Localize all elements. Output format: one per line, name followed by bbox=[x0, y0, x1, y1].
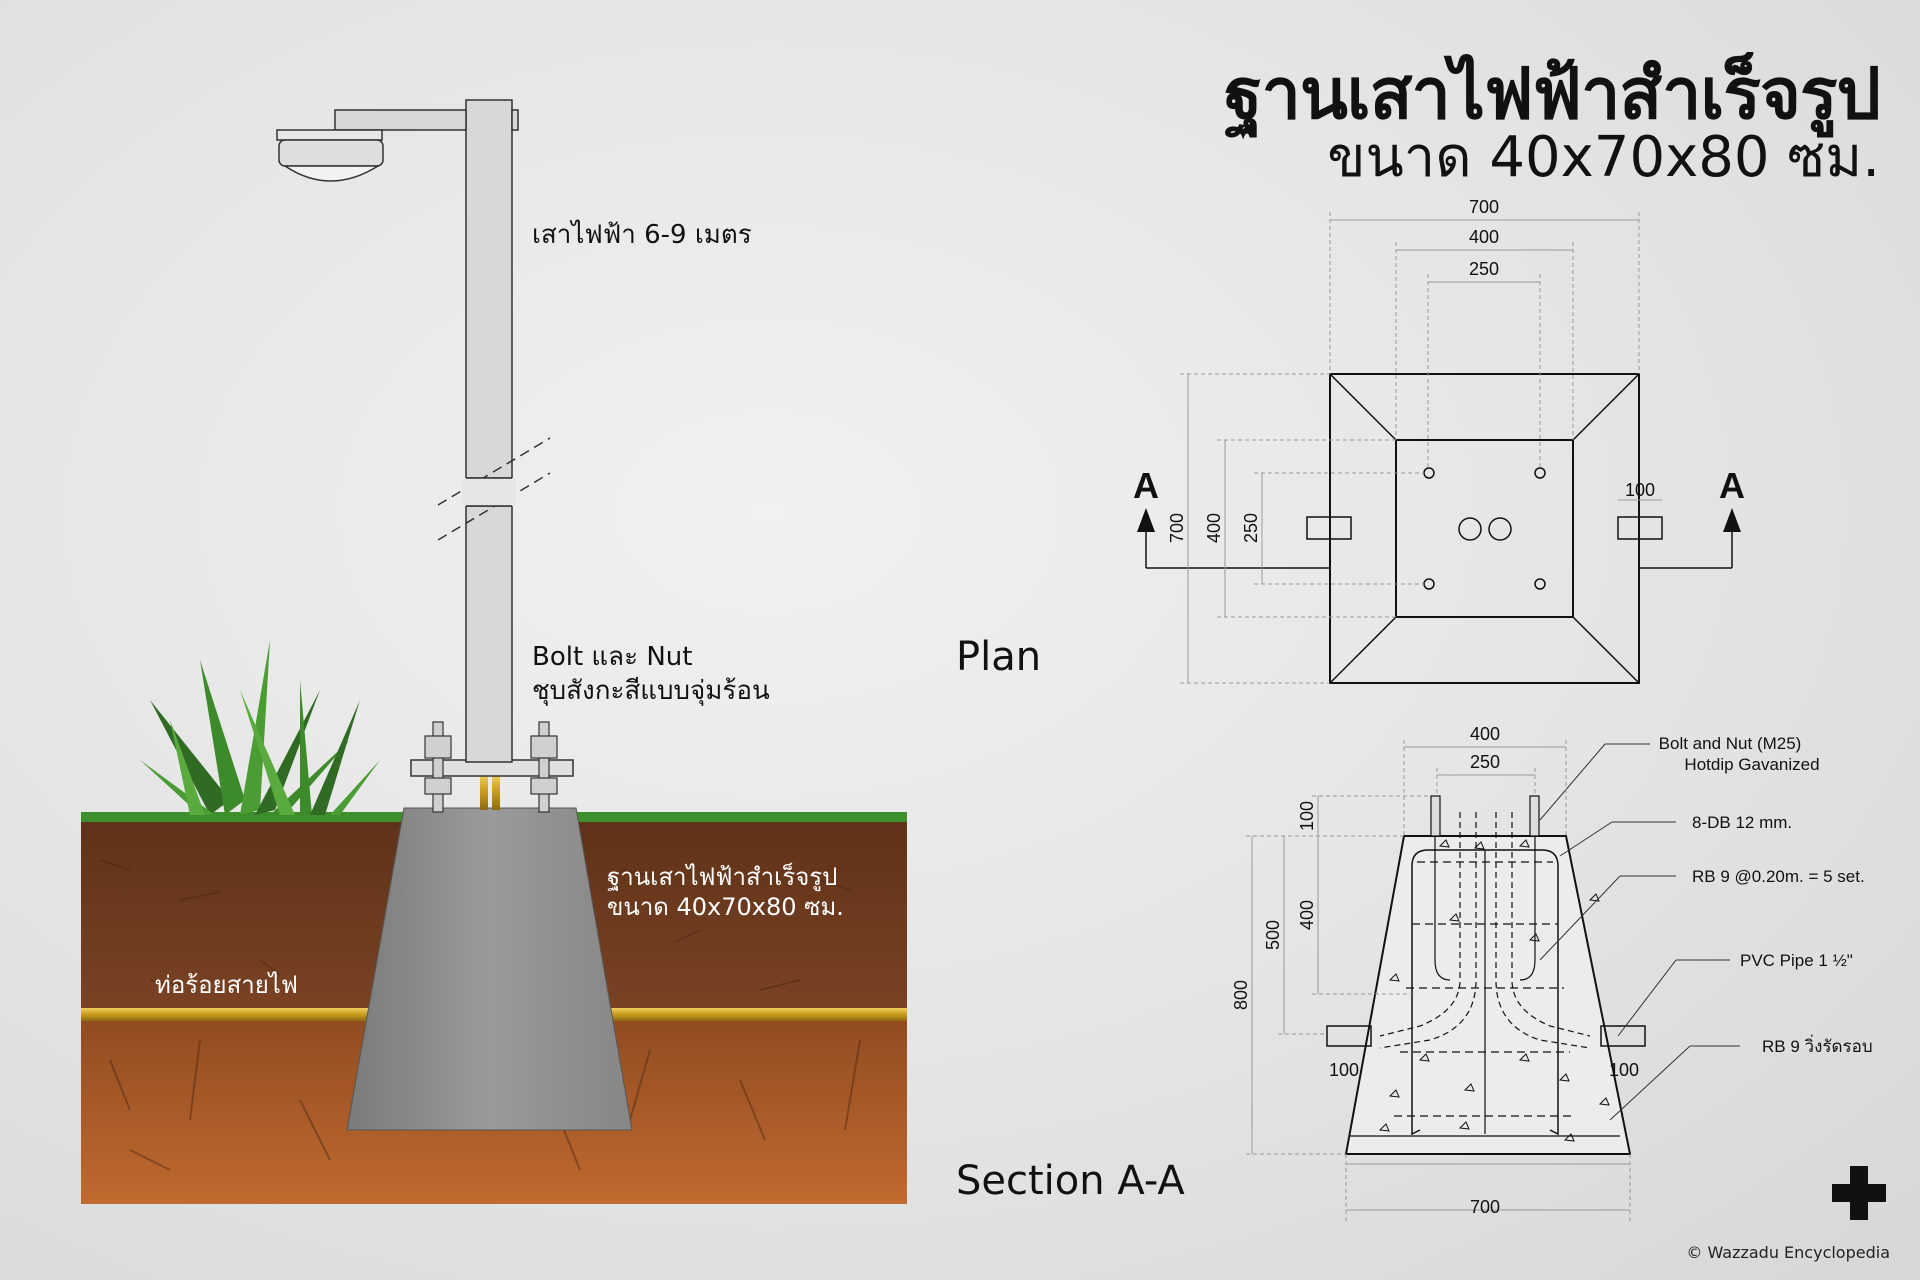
note-pvc-pipe: PVC Pipe 1 ½" bbox=[1740, 951, 1853, 970]
plan-title: Plan bbox=[956, 634, 1042, 680]
plan-lug-right bbox=[1617, 516, 1663, 540]
plan-lug-left bbox=[1306, 516, 1352, 540]
plan-inner-square bbox=[1395, 439, 1574, 618]
section-leaders bbox=[1539, 743, 1740, 1121]
page-title: ฐานเสาไฟฟ้าสำเร็จรูป bbox=[1224, 53, 1881, 135]
section-dim-top-250: 250 bbox=[1470, 752, 1500, 772]
section-arrow-right-icon bbox=[1723, 508, 1741, 532]
section-dim-side-left: 100 bbox=[1329, 1060, 1359, 1080]
base-label-line2: ขนาด 40x70x80 ซม. bbox=[607, 893, 844, 921]
section-dim-left-400: 400 bbox=[1297, 900, 1317, 930]
bolt-label-line2: ชุบสังกะสีแบบจุ่มร้อน bbox=[532, 676, 770, 706]
plan-section-line bbox=[1145, 530, 1733, 569]
section-dim-bottom-700: 700 bbox=[1470, 1197, 1500, 1217]
light-pole-lower bbox=[465, 505, 513, 763]
section-arrow-left-icon bbox=[1137, 508, 1155, 532]
section-dim-left-100: 100 bbox=[1297, 801, 1317, 831]
section-dim-top-400: 400 bbox=[1470, 724, 1500, 744]
section-conduit bbox=[1379, 812, 1591, 1049]
conduit-riser-right bbox=[492, 774, 500, 810]
section-dim-left-500: 500 bbox=[1263, 920, 1283, 950]
plan-dim-top-400: 400 bbox=[1469, 227, 1499, 247]
note-bolt-line2: Hotdip Gavanized bbox=[1684, 755, 1819, 774]
plan-dim-top-700: 700 bbox=[1469, 197, 1499, 217]
note-db12: 8-DB 12 mm. bbox=[1692, 813, 1792, 832]
plan-conduit-hole-right bbox=[1488, 517, 1512, 541]
section-dim-side-right: 100 bbox=[1609, 1060, 1639, 1080]
section-lug-right bbox=[1600, 1025, 1646, 1047]
plant-icon bbox=[140, 640, 380, 815]
plan-dim-left-700: 700 bbox=[1167, 513, 1187, 543]
section-marker-left: A bbox=[1133, 465, 1159, 506]
street-light-icon bbox=[276, 109, 519, 182]
bolt-label-line1: Bolt และ Nut bbox=[532, 642, 693, 672]
soil-texture bbox=[99, 859, 861, 1171]
plan-dim-right-100: 100 bbox=[1625, 480, 1655, 500]
pole-label: เสาไฟฟ้า 6-9 เมตร bbox=[532, 220, 752, 250]
base-label-line1: ฐานเสาไฟฟ้าสำเร็จรูป bbox=[607, 863, 838, 891]
copyright-text: © Wazzadu Encyclopedia bbox=[1686, 1243, 1890, 1262]
plan-conduit-hole-left bbox=[1458, 517, 1482, 541]
bolt-right bbox=[530, 721, 558, 813]
section-aggregate bbox=[1378, 839, 1610, 1142]
section-lug-left bbox=[1326, 1025, 1372, 1047]
note-rb9-ring: RB 9 วิ่งรัดรอบ bbox=[1762, 1034, 1873, 1056]
plan-dim-left-400: 400 bbox=[1204, 513, 1224, 543]
bolt-left bbox=[424, 721, 452, 813]
note-bolt-line1: Bolt and Nut (M25) bbox=[1659, 734, 1802, 753]
conduit-riser-left bbox=[480, 774, 488, 810]
section-title: Section A-A bbox=[956, 1158, 1185, 1204]
plan-dim-top-250: 250 bbox=[1469, 259, 1499, 279]
plan-outer-square bbox=[1329, 373, 1640, 684]
note-rb9-stirrup: RB 9 @0.20m. = 5 set. bbox=[1692, 867, 1865, 886]
plan-dim-left-250: 250 bbox=[1241, 513, 1261, 543]
section-dim-left-800: 800 bbox=[1231, 980, 1251, 1010]
section-marker-right: A bbox=[1719, 465, 1745, 506]
concrete-base bbox=[346, 807, 633, 1131]
conduit-label: ท่อร้อยสายไฟ bbox=[155, 971, 298, 999]
page-subtitle: ขนาด 40x70x80 ซม. bbox=[1327, 125, 1880, 190]
